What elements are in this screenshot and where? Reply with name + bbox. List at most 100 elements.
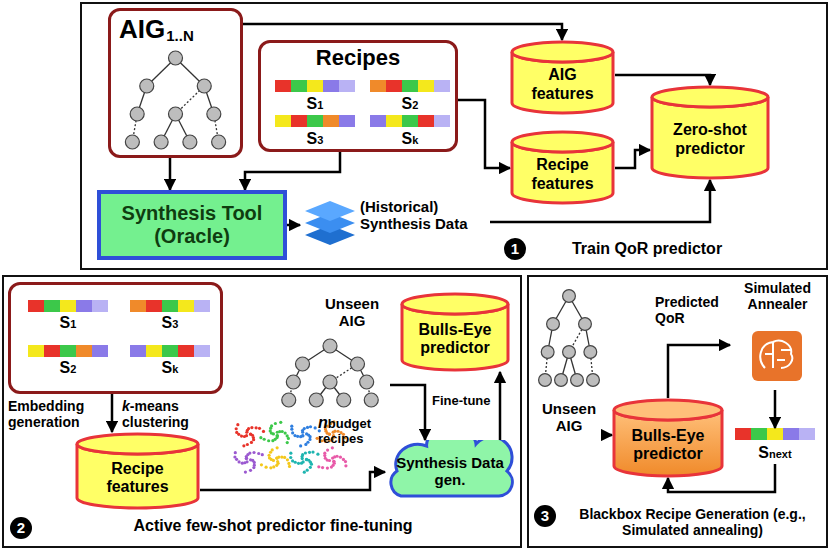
cluster-dot: [276, 434, 279, 437]
node-text: Unseen AIG: [314, 295, 390, 330]
recipe-bar-segment: [386, 80, 402, 92]
recipe-bar-segment: [44, 345, 60, 357]
connector-arrow: [390, 385, 425, 440]
recipe-bar-segment: [162, 345, 178, 357]
cluster-dot: [242, 444, 245, 447]
recipe-bar-segment: [162, 300, 178, 312]
node-text: Active few-shot predictor fine-tuning: [38, 517, 508, 535]
connector-arrow: [668, 345, 730, 398]
icon-ground: [752, 331, 802, 381]
cluster-dot: [286, 441, 289, 444]
cluster-dot: [294, 461, 297, 464]
cluster-dot: [326, 448, 329, 451]
cluster-dot: [259, 436, 262, 439]
cluster-dot: [344, 464, 347, 467]
aig-gate: [547, 318, 560, 331]
aig-gate: [125, 135, 139, 149]
aig-gate: [130, 107, 144, 121]
cluster-dot: [309, 466, 312, 469]
recipe-bar-segment: [178, 300, 194, 312]
node-text: Synthesis Data gen.: [391, 454, 509, 489]
recipe-bar-segment: [370, 80, 386, 92]
annotation-label: Fine-tune: [432, 394, 496, 409]
node-text: Bulls-Eye predictor: [406, 321, 504, 358]
node-text: Synthesis Tool (Oracle): [103, 202, 281, 248]
recipe-bar-segment: [418, 115, 434, 127]
recipe-bar-segment: [76, 300, 92, 312]
callout-number: 2: [10, 517, 32, 539]
cluster-dot: [306, 441, 309, 444]
node-text: Sk: [130, 359, 210, 377]
cluster-dot: [280, 455, 283, 458]
cluster-dot: [301, 434, 304, 437]
aig-gate: [282, 393, 296, 407]
process-box: Synthesis Tool (Oracle): [97, 190, 287, 260]
cluster-dot: [267, 439, 270, 442]
aig-gate: [541, 346, 554, 359]
cluster-dot: [250, 426, 253, 429]
cluster-dot: [275, 464, 278, 467]
process-box: Zero-shot predictor: [650, 85, 770, 180]
cluster-dot: [290, 428, 293, 431]
recipe-bar-segment: [275, 80, 291, 92]
annotation-label: k-means clustering: [122, 398, 218, 430]
cluster-dot: [323, 454, 326, 457]
cluster-dot: [297, 462, 300, 465]
node-text: Unseen AIG: [535, 400, 603, 435]
cylinder-top: [402, 294, 508, 314]
recipe-bar-segment: [178, 345, 194, 357]
cluster-dot: [291, 431, 294, 434]
recipe-bar-segment: [146, 345, 162, 357]
aig-gate: [579, 318, 592, 331]
cluster-dot: [246, 443, 249, 446]
cluster-dot: [249, 432, 252, 435]
cluster-dot: [301, 431, 304, 434]
aig-gate: [571, 374, 584, 387]
cluster-dot: [245, 434, 248, 437]
recipe-bar-segment: [194, 300, 210, 312]
cluster-dot: [331, 446, 334, 449]
cluster-dot: [308, 438, 311, 441]
connector-arrow: [774, 390, 777, 428]
process-box: AIG1..N: [108, 8, 243, 158]
cluster-dot: [321, 466, 324, 469]
recipe-bar-segment: [386, 115, 402, 127]
node-text: Train QoR predictor: [532, 240, 762, 258]
cluster-dot: [270, 458, 273, 461]
node-text: Blackbox Recipe Generation (e.g., Simula…: [560, 506, 825, 538]
recipe-bar-segment: [370, 115, 386, 127]
cluster-dot: [250, 441, 253, 444]
node-text: S1: [275, 95, 355, 113]
node-text: S2: [370, 95, 450, 113]
cluster-dot: [252, 436, 255, 439]
cluster-dot: [267, 454, 270, 457]
aig-gate: [555, 374, 568, 387]
recipe-bar-segment: [60, 300, 76, 312]
connector-arrow: [287, 224, 300, 227]
aig-gate: [286, 375, 300, 389]
cluster-dot: [300, 455, 303, 458]
aig-gate: [296, 357, 310, 371]
recipe-bar-segment: [275, 115, 291, 127]
connector-arrow: [243, 24, 562, 40]
connector-arrow: [499, 372, 502, 440]
cluster-dot: [276, 434, 279, 437]
process-box: Recipe features: [510, 130, 615, 205]
data-stack-icon: [305, 201, 355, 245]
cluster-dot: [245, 457, 248, 460]
cluster-dot: [235, 458, 238, 461]
annotation-label: Embedding generation: [8, 398, 100, 430]
cluster-dot: [309, 425, 312, 428]
cluster-dot: [299, 444, 302, 447]
cluster-dot: [276, 460, 279, 463]
node-text: S3: [275, 130, 355, 148]
cluster-dot: [276, 446, 279, 449]
annotation-label: nbudget recipes: [318, 414, 384, 447]
process-box: RecipesS1S2S3Sk: [258, 40, 458, 152]
cluster-dot: [236, 423, 239, 426]
node-text: 1..N: [166, 27, 194, 44]
aig-gate: [197, 79, 211, 93]
connector-arrow: [615, 75, 710, 85]
process-box: Snext: [735, 428, 815, 464]
